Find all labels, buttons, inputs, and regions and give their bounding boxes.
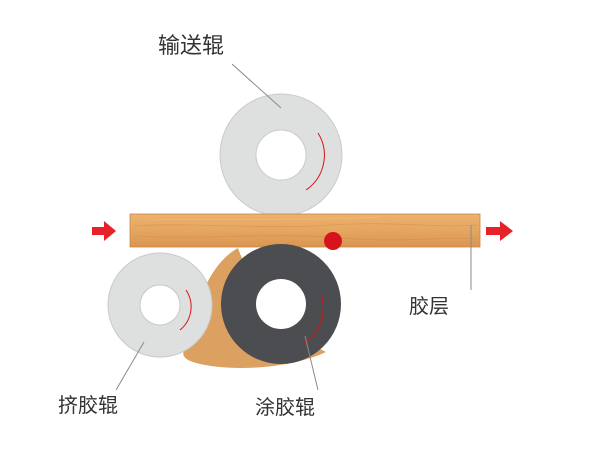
squeeze-roller — [107, 252, 213, 358]
leader-squeeze — [115, 341, 145, 391]
wood-board — [129, 213, 481, 248]
arrow-right-icon — [486, 221, 513, 241]
conveyor-roller-label: 输送辊 — [158, 34, 225, 59]
rotation-mark — [179, 289, 192, 331]
glue-layer-label: 胶层 — [409, 294, 449, 318]
squeeze-roller-label: 挤胶辊 — [58, 393, 118, 417]
leader-lines — [115, 63, 472, 391]
rotation-mark — [303, 293, 324, 344]
rotation-mark — [305, 132, 325, 191]
coating-roller — [221, 244, 341, 364]
glue-dot — [324, 232, 342, 250]
arrow-right-icon — [92, 221, 116, 241]
leader-coating — [304, 335, 319, 391]
coating-roller-label: 涂胶辊 — [255, 395, 315, 419]
conveyor-roller — [219, 93, 343, 217]
leader-conveyor — [231, 63, 282, 109]
